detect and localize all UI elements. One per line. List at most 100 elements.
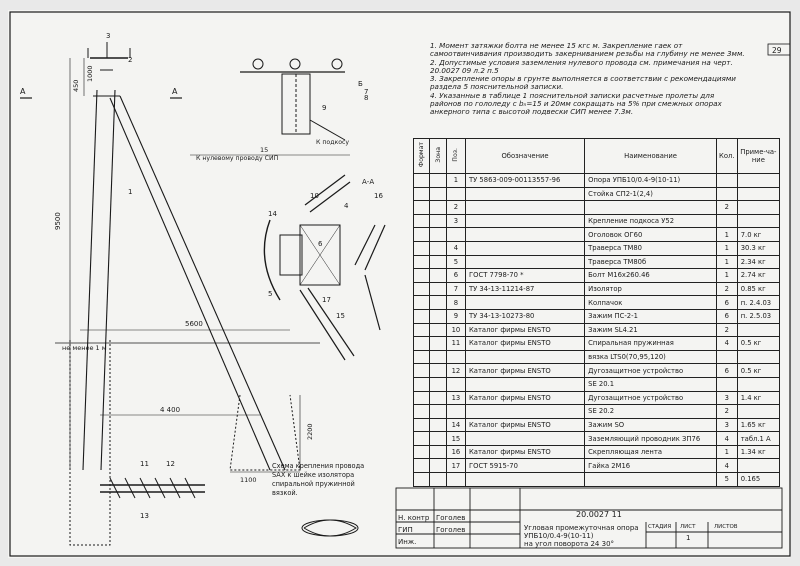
cell-designation: Каталог фирмы ENSTO [464,417,586,433]
header-format: Формат [412,138,431,174]
cell-pos: 12 [445,363,466,378]
insulator-detail [240,58,346,141]
cell-name: Оголовок ОГ60 [584,227,717,242]
cell-format [412,268,431,283]
callout-7: 7 [364,88,368,96]
table-row: SE 20.1 [412,376,781,392]
section-mark-right: А [172,87,178,96]
dim-5600: 5600 [185,320,203,328]
cell-qty: 2 [715,322,738,338]
note-line: 1. Момент затяжки болта не менее 15 кгс … [430,41,683,50]
cell-format [412,376,431,392]
note-line: 4. Указанные в таблице 1 пояснительной з… [430,90,715,100]
sheet-value: 1 [686,534,691,542]
title-line-1: Угловая промежуточная опора [524,524,639,532]
cell-qty: 6 [715,363,738,378]
cell-zone [429,268,447,283]
cell-designation: Каталог фирмы ENSTO [464,444,586,460]
cell-pos: 10 [445,322,466,338]
cell-qty [715,213,738,229]
cell-pos: 7 [445,281,466,297]
note-line: 2. Допустимые условия заземления нулевог… [430,57,733,67]
cell-name: Зажим SL4.21 [584,322,717,338]
cell-designation: Каталог фирмы ENSTO [464,322,586,338]
cell-designation [464,472,586,487]
doc-code: 20.0027 11 [576,510,622,519]
to-strut-label: К подкосу [316,139,349,146]
cell-designation: Каталог фирмы ENSTO [464,390,586,406]
callout-16: 16 [374,192,383,200]
cell-zone [429,472,447,487]
cell-name: Спиральная пружинная [584,336,717,351]
callout-17: 17 [322,296,331,304]
schema-caption-2: SAX к шейке изолятора [272,471,354,479]
cell-designation: Каталог фирмы ENSTO [464,336,586,351]
cell-note [736,376,781,392]
cell-format [412,472,431,487]
note-line: районов по гололеду с bₙ=15 и 20мм сокра… [430,99,722,109]
cell-pos: 1 [445,173,466,188]
cell-designation [464,431,586,446]
section-mark-left: А [20,87,26,96]
strut-pit [229,394,301,471]
main-pole [82,42,131,471]
table-row: вязка LTS0(70,95,120) [412,349,781,365]
cell-qty: 6 [715,295,738,310]
role-nkontr: Н. контр [398,514,430,522]
spiral-wrap-schematic [100,477,359,537]
header-note: Приме-ча-ние [736,138,781,174]
title-line-2: УПБ10/0.4-9(10-11) [524,532,594,540]
cell-name: SE 20.1 [584,376,717,392]
callout-14: 14 [268,210,277,218]
cell-format [412,308,431,324]
cell-format [412,336,431,351]
header-name: Наименование [584,138,717,174]
cell-note [736,200,781,215]
callout-4: 4 [344,202,349,210]
cell-qty [715,376,738,392]
callout-12: 12 [166,460,175,468]
cell-name [584,472,717,487]
cell-name [584,200,717,215]
cell-name: Зажим SO [584,417,717,433]
cell-name: вязка LTS0(70,95,120) [584,349,717,365]
cell-note: 30.3 кг [736,240,781,256]
sheet-label: ЛИСТ [680,524,696,530]
cell-qty: 2 [715,404,738,419]
cell-zone [429,404,447,419]
cell-name: Крепление подкоса У52 [584,213,717,229]
title-block: 20.0027 11 Н. контр ГИП Инж. Гоголев Гог… [396,488,782,548]
cell-note [736,404,781,419]
cell-zone [429,390,447,406]
cell-note: 2.74 кг [736,268,781,283]
callout-6: 6 [318,240,323,248]
cell-zone [429,336,447,351]
cell-zone [429,322,447,338]
cell-format [412,227,431,242]
header-designation: Обозначение [464,138,586,174]
cell-qty [715,173,738,188]
cell-name: Дугозащитное устройство [584,363,717,378]
cell-note: 7.0 кг [736,227,781,242]
cell-format [412,444,431,460]
cell-note: п. 2.5.03 [736,308,781,324]
cell-note: 0.165 [736,472,781,487]
schema-caption-4: вязкой. [272,489,298,497]
sheet-border [9,11,791,557]
notes-block: 1. Момент затяжки болта не менее 15 кгс … [430,41,745,117]
cell-note: 2.34 кг [736,254,781,270]
cell-name: Скрепляющая лента [584,444,717,460]
cell-format [412,417,431,433]
callout-15: 15 [336,312,345,320]
cell-pos: 4 [445,240,466,256]
cell-format [412,322,431,338]
cell-qty: 4 [715,458,738,474]
callout-3: 3 [106,32,110,40]
cell-zone [429,200,447,215]
